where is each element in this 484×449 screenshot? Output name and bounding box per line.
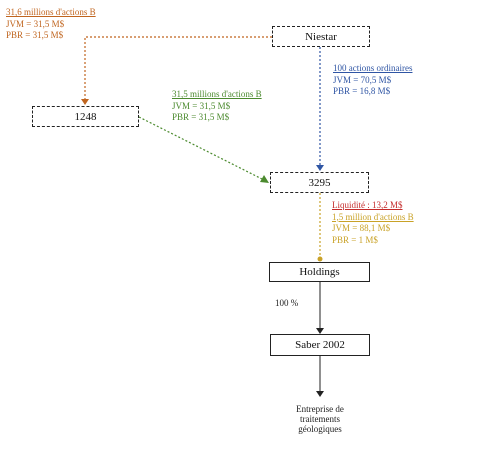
blue-line-3: PBR = 16,8 M$: [333, 86, 391, 96]
gold-line-1: 1,5 million d'actions B: [332, 211, 414, 222]
connector-dot-holdings: [317, 256, 323, 262]
edge-niestar-1248: [84, 36, 272, 100]
label-blue: 100 actions ordinaires JVM = 70,5 M$ PBR…: [333, 63, 412, 98]
label-green: 31,5 millions d'actions B JVM = 31,5 M$ …: [172, 89, 262, 124]
node-holdings: Holdings: [269, 262, 370, 282]
orange-line-3: PBR = 31,5 M$: [6, 30, 64, 40]
node-3295: 3295: [270, 172, 369, 193]
edge-1248-3295: [138, 116, 265, 181]
arrowhead-entreprise: [316, 391, 324, 397]
label-3295-outflow: Liquidité : 13,2 M$ 1,5 million d'action…: [332, 200, 414, 246]
green-line-1: 31,5 millions d'actions B: [172, 89, 262, 99]
ownership-percent-label: 100 %: [275, 298, 299, 308]
arrowhead-1248: [81, 99, 89, 105]
orange-line-1: 31,6 millions d'actions B: [6, 7, 96, 17]
liquidite-label: Liquidité : 13,2 M$: [332, 200, 403, 210]
arrowhead-3295-blue: [316, 165, 324, 171]
entreprise-line-3: géologiques: [298, 424, 342, 434]
node-entreprise: Entreprise de traitements géologiques: [270, 404, 370, 434]
blue-line-1: 100 actions ordinaires: [333, 63, 413, 73]
node-1248: 1248: [32, 106, 139, 127]
arrowhead-3295-green: [260, 175, 269, 183]
node-saber-2002: Saber 2002: [270, 334, 370, 356]
gold-line-2: JVM = 88,1 M$: [332, 223, 391, 233]
node-niestar: Niestar: [272, 26, 370, 47]
entreprise-line-1: Entreprise de: [296, 404, 344, 414]
entreprise-line-2: traitements: [300, 414, 340, 424]
gold-line-3: PBR = 1 M$: [332, 234, 378, 245]
green-line-3: PBR = 31,5 M$: [172, 112, 230, 122]
orange-line-2: JVM = 31,5 M$: [6, 18, 65, 29]
green-line-2: JVM = 31,5 M$: [172, 100, 231, 111]
arrowhead-saber: [316, 328, 324, 334]
blue-line-2: JVM = 70,5 M$: [333, 74, 392, 85]
label-orange: 31,6 millions d'actions B JVM = 31,5 M$ …: [6, 7, 96, 42]
